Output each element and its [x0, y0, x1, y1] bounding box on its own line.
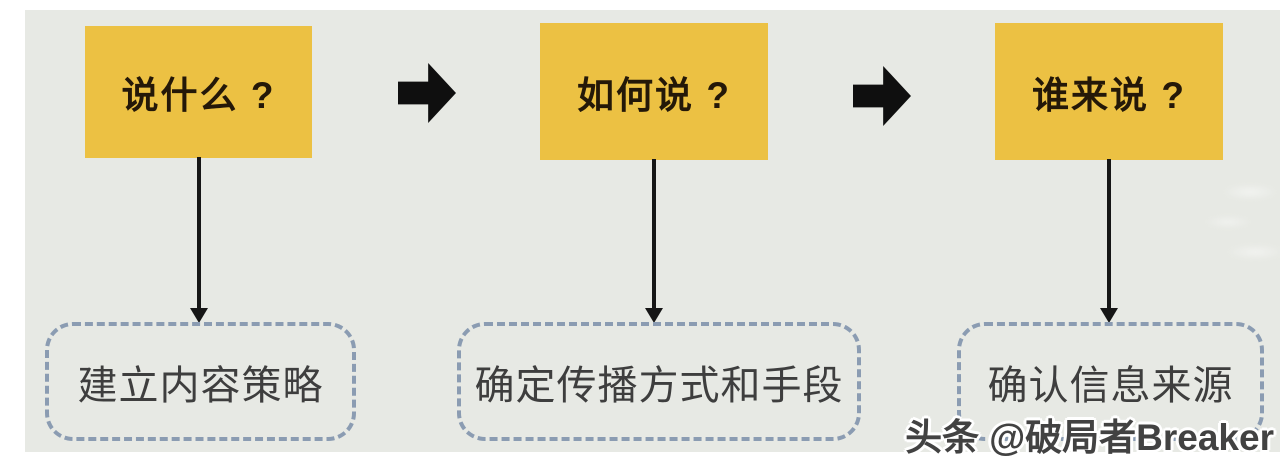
- watermark: 头条@破局者Breaker: [905, 407, 1274, 461]
- question-box-1: 说什么 ?: [85, 26, 312, 158]
- down-arrowhead-icon-1: [190, 308, 208, 323]
- down-arrowhead-icon-2: [645, 308, 663, 323]
- watermark-brand: 头条: [905, 417, 980, 458]
- answer-box-2-label: 确定传播方式和手段: [474, 363, 844, 408]
- down-arrowhead-icon-3: [1100, 308, 1118, 323]
- answer-box-2: 确定传播方式和手段: [457, 322, 861, 441]
- question-box-3: 谁来说 ?: [995, 23, 1223, 160]
- answer-box-3: 确认信息来源: [957, 322, 1264, 441]
- question-box-2: 如何说 ?: [540, 23, 768, 160]
- answer-box-1-label: 建立内容策略: [77, 363, 324, 408]
- down-connector-line-3: [1107, 159, 1111, 310]
- question-box-1-label: 说什么 ?: [121, 75, 276, 116]
- question-box-3-label: 谁来说 ?: [1032, 74, 1186, 116]
- down-connector-line-1: [197, 157, 201, 310]
- answer-box-1: 建立内容策略: [45, 322, 356, 441]
- question-box-2-label: 如何说 ?: [577, 74, 731, 116]
- watermark-handle: @破局者Breaker: [989, 417, 1274, 458]
- answer-box-3-label: 确认信息来源: [987, 363, 1234, 408]
- down-connector-line-2: [652, 159, 656, 310]
